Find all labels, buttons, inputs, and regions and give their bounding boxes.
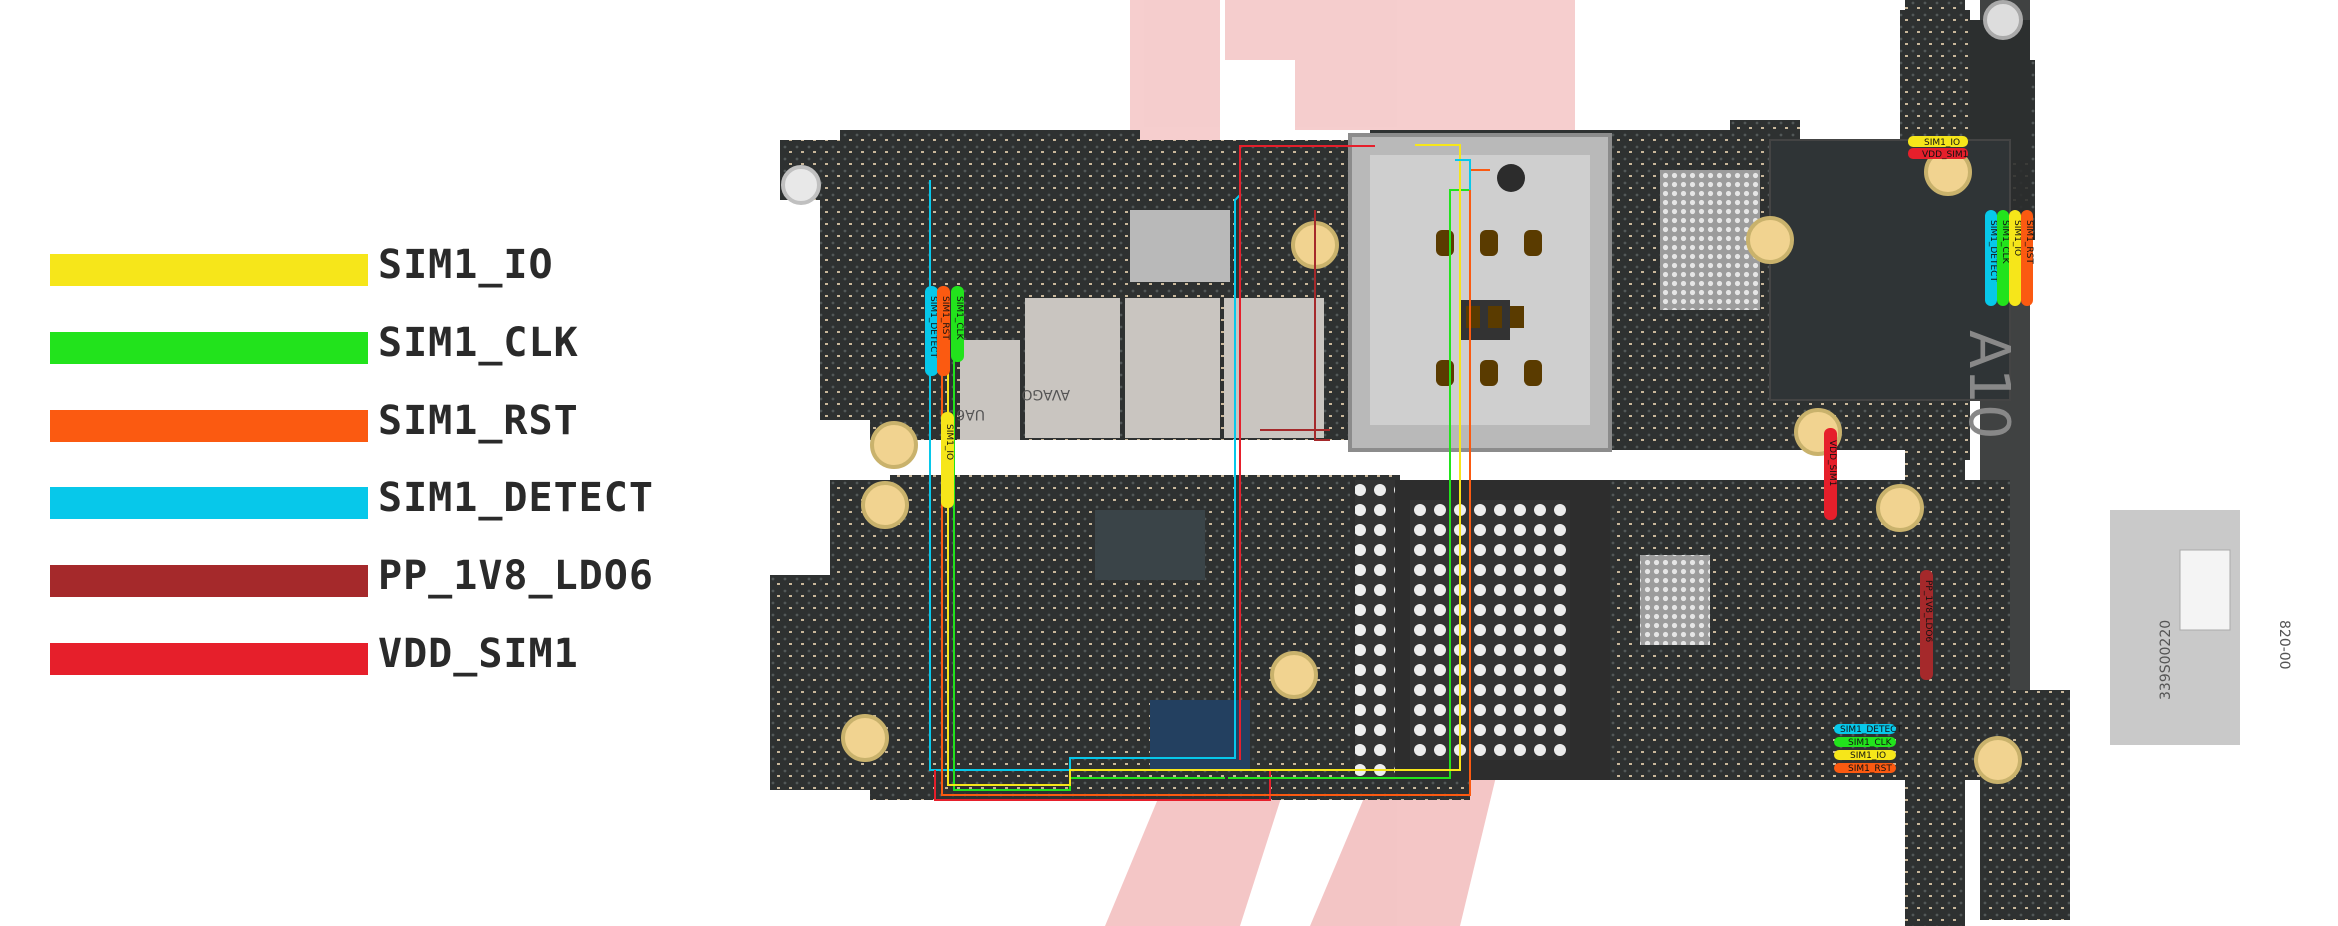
v-io-tag: [941, 412, 954, 508]
v-detect-text: SIM1_DETECT: [928, 296, 938, 358]
serial-top: 339S00220: [2158, 620, 2174, 700]
memory-ball-grid: [1350, 480, 1610, 780]
legend-label-sim1-io: SIM1_IO: [378, 242, 554, 288]
sim-tray-connector: [1348, 133, 1612, 452]
v-clk-text: SIM1_CLK: [954, 296, 964, 341]
r-rst-text: SIM1_RST: [2024, 220, 2034, 264]
bottom-detect-text: SIM1_DETECT: [1840, 725, 1902, 735]
v-vdd-tag: [1824, 428, 1837, 520]
signal-traces: [929, 144, 1490, 801]
legend-row-pp-1v8-ldo6: PP_1V8_LDO6: [50, 553, 690, 599]
legend-swatch-vdd-sim1: [50, 643, 368, 675]
legend-row-sim1-clk: SIM1_CLK: [50, 320, 690, 366]
bottom-rst-text: SIM1_RST: [1848, 764, 1892, 774]
legend-swatch-sim1-rst: [50, 410, 368, 442]
v-io-text: SIM1_IO: [944, 424, 954, 460]
top-vdd-text: VDD_SIM1: [1922, 150, 1968, 160]
v-vdd-text: VDD_SIM1: [1827, 440, 1837, 486]
r-clk-text: SIM1_CLK: [2000, 220, 2010, 265]
legend-row-sim1-detect: SIM1_DETECT: [50, 475, 690, 521]
legend-row-vdd-sim1: VDD_SIM1: [50, 631, 690, 677]
bottom-io-text: SIM1_IO: [1850, 751, 1886, 761]
avago-label: AVAGO: [1021, 386, 1070, 402]
bottom-clk-text: SIM1_CLK: [1848, 738, 1893, 748]
legend-label-pp-1v8-ldo6: PP_1V8_LDO6: [378, 553, 654, 599]
board-diagram: A10 AVAGO UA633 339S00220: [770, 0, 2338, 926]
legend-swatch-pp-1v8-ldo6: [50, 565, 368, 597]
legend-swatch-sim1-clk: [50, 332, 368, 364]
board-svg: A10 AVAGO UA633 339S00220: [770, 0, 2292, 926]
v-ldo-text: PP_1V8_LDO6: [1923, 580, 1933, 642]
v-rst-text: SIM1_RST: [940, 296, 950, 340]
a10-processor: A10: [1660, 139, 2021, 440]
legend-row-sim1-io: SIM1_IO: [50, 242, 690, 288]
legend-swatch-sim1-detect: [50, 487, 368, 519]
r-io-text: SIM1_IO: [2012, 220, 2022, 256]
r-det-text: SIM1_DETECT: [1988, 220, 1998, 282]
v-detect-tag: [925, 286, 938, 376]
legend-label-sim1-detect: SIM1_DETECT: [378, 475, 654, 521]
v-clk-tag: [951, 286, 964, 362]
legend-row-sim1-rst: SIM1_RST: [50, 398, 690, 444]
v-ldo-tag: [1920, 570, 1933, 680]
legend-label-sim1-clk: SIM1_CLK: [378, 320, 579, 366]
legend-label-vdd-sim1: VDD_SIM1: [378, 631, 579, 677]
legend-label-sim1-rst: SIM1_RST: [378, 398, 579, 444]
top-io-text: SIM1_IO: [1924, 138, 1960, 148]
a10-label: A10: [1956, 330, 2021, 440]
v-rst-tag: [937, 286, 950, 376]
board-id-label: 820-00: [2276, 620, 2292, 670]
mounting-holes: [781, 0, 2023, 784]
vertical-net-tags: SIM1_DETECT SIM1_RST SIM1_CLK SIM1_IO VD…: [925, 210, 2034, 680]
watermark: [1105, 0, 1575, 926]
horizontal-net-tags: SIM1_IO VDD_SIM1 SIM1_DETECT SIM1_CLK SI…: [1834, 136, 1968, 774]
legend-swatch-sim1-io: [50, 254, 368, 286]
